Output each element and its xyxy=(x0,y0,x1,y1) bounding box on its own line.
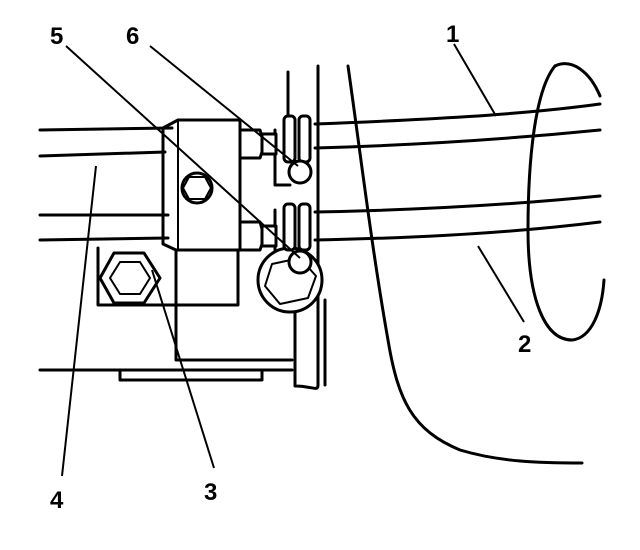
leader-1 xyxy=(453,43,497,117)
hex-bolt-lower-left xyxy=(98,251,162,305)
callout-3: 3 xyxy=(204,479,217,506)
tank-body xyxy=(346,62,606,465)
callout-4: 4 xyxy=(50,487,64,514)
leader-2 xyxy=(477,245,525,323)
callout-6: 6 xyxy=(126,23,139,50)
leader-3 xyxy=(151,269,215,469)
leader-lines xyxy=(61,43,525,477)
frame-rail xyxy=(38,243,294,382)
leader-6 xyxy=(149,45,299,167)
fitting-block xyxy=(161,118,278,252)
leader-5 xyxy=(65,45,301,259)
leader-4 xyxy=(61,165,97,477)
callout-labels: 1 2 3 4 5 6 xyxy=(50,21,531,514)
callout-1: 1 xyxy=(446,21,459,48)
right-lines xyxy=(313,102,602,242)
left-lines xyxy=(38,126,174,242)
clip-upper xyxy=(282,114,313,185)
clip-lower xyxy=(282,202,313,275)
callout-2: 2 xyxy=(518,331,531,358)
callout-5: 5 xyxy=(50,23,63,50)
hex-fitting-upper xyxy=(180,171,214,205)
